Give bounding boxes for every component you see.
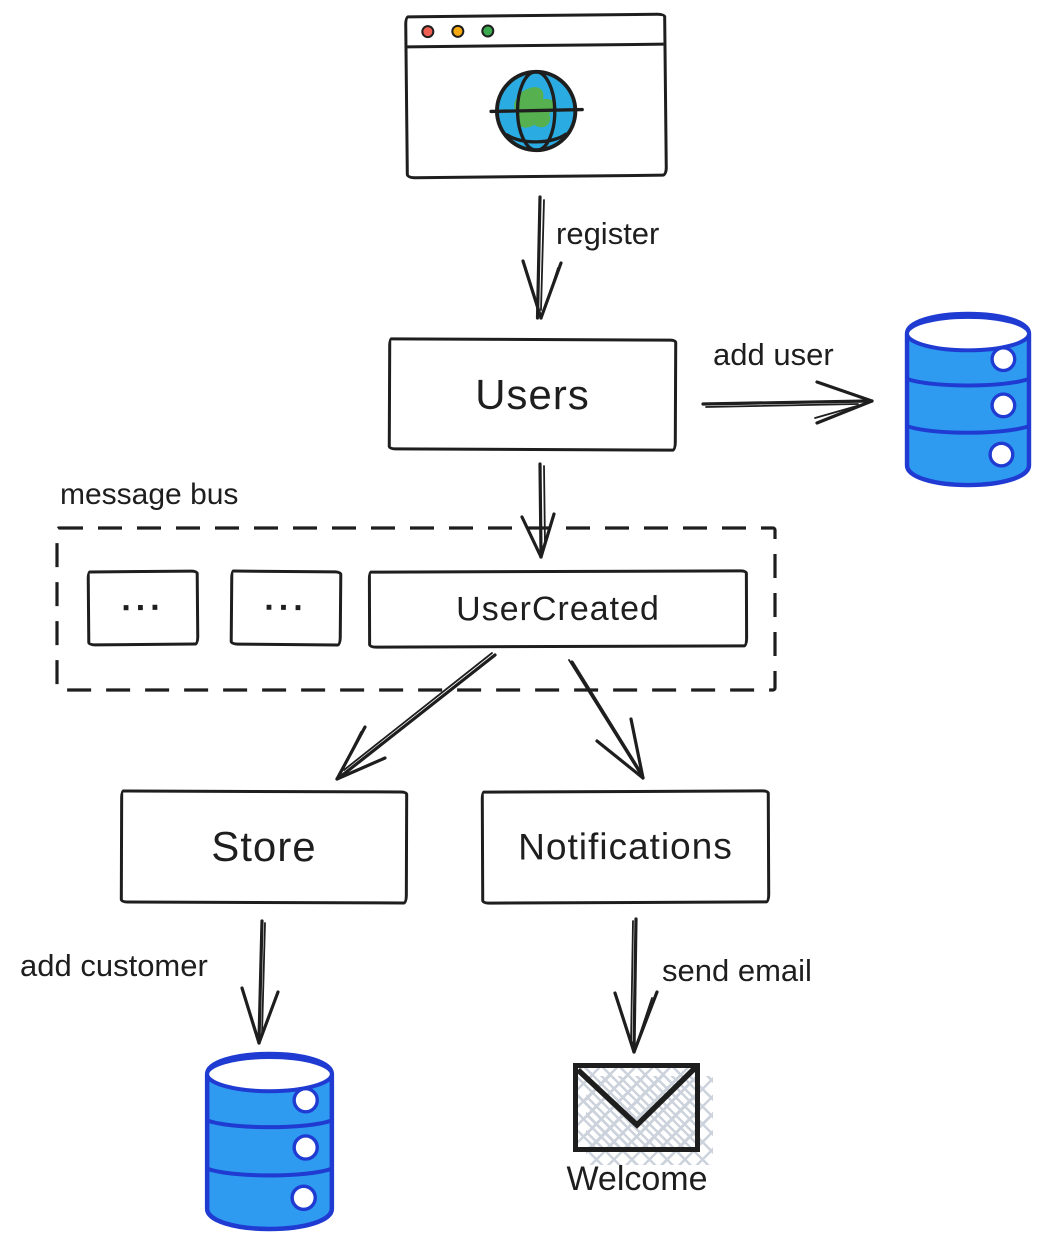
store-box: Store: [119, 789, 409, 905]
envelope-icon: [573, 1063, 700, 1152]
queue-box-1: ...: [86, 569, 200, 647]
traffic-light-yellow-icon: [451, 24, 465, 38]
notifications-box: Notifications: [480, 789, 771, 905]
add-customer-arrow: [240, 919, 280, 1045]
add-customer-label: add customer: [20, 948, 208, 983]
user-created-to-notifications-arrow: [568, 659, 645, 780]
register-label: register: [556, 216, 660, 251]
traffic-light-green-icon: [481, 24, 495, 38]
store-label: Store: [211, 822, 317, 871]
notifications-label: Notifications: [518, 825, 733, 868]
browser-window: [404, 12, 668, 180]
users-label: Users: [475, 370, 590, 418]
browser-content: [407, 46, 664, 177]
queue-box-2: ...: [229, 569, 343, 647]
send-email-label: send email: [662, 953, 812, 988]
send-email-arrow: [613, 917, 659, 1054]
user-created-label: UserCreated: [456, 589, 660, 628]
user-created-to-store-arrow: [335, 652, 497, 781]
traffic-light-red-icon: [421, 25, 435, 39]
users-box: Users: [387, 337, 678, 452]
add-user-label: add user: [713, 337, 834, 372]
browser-titlebar: [407, 15, 664, 49]
globe-icon: [489, 69, 584, 153]
customers-database-icon: [204, 1051, 335, 1232]
welcome-label: Welcome: [566, 1160, 708, 1198]
user-created-box: UserCreated: [367, 569, 749, 649]
publish-arrow: [520, 462, 556, 559]
message-bus-label: message bus: [60, 478, 239, 511]
add-user-arrow: [701, 380, 874, 425]
users-database-icon: [904, 311, 1032, 488]
